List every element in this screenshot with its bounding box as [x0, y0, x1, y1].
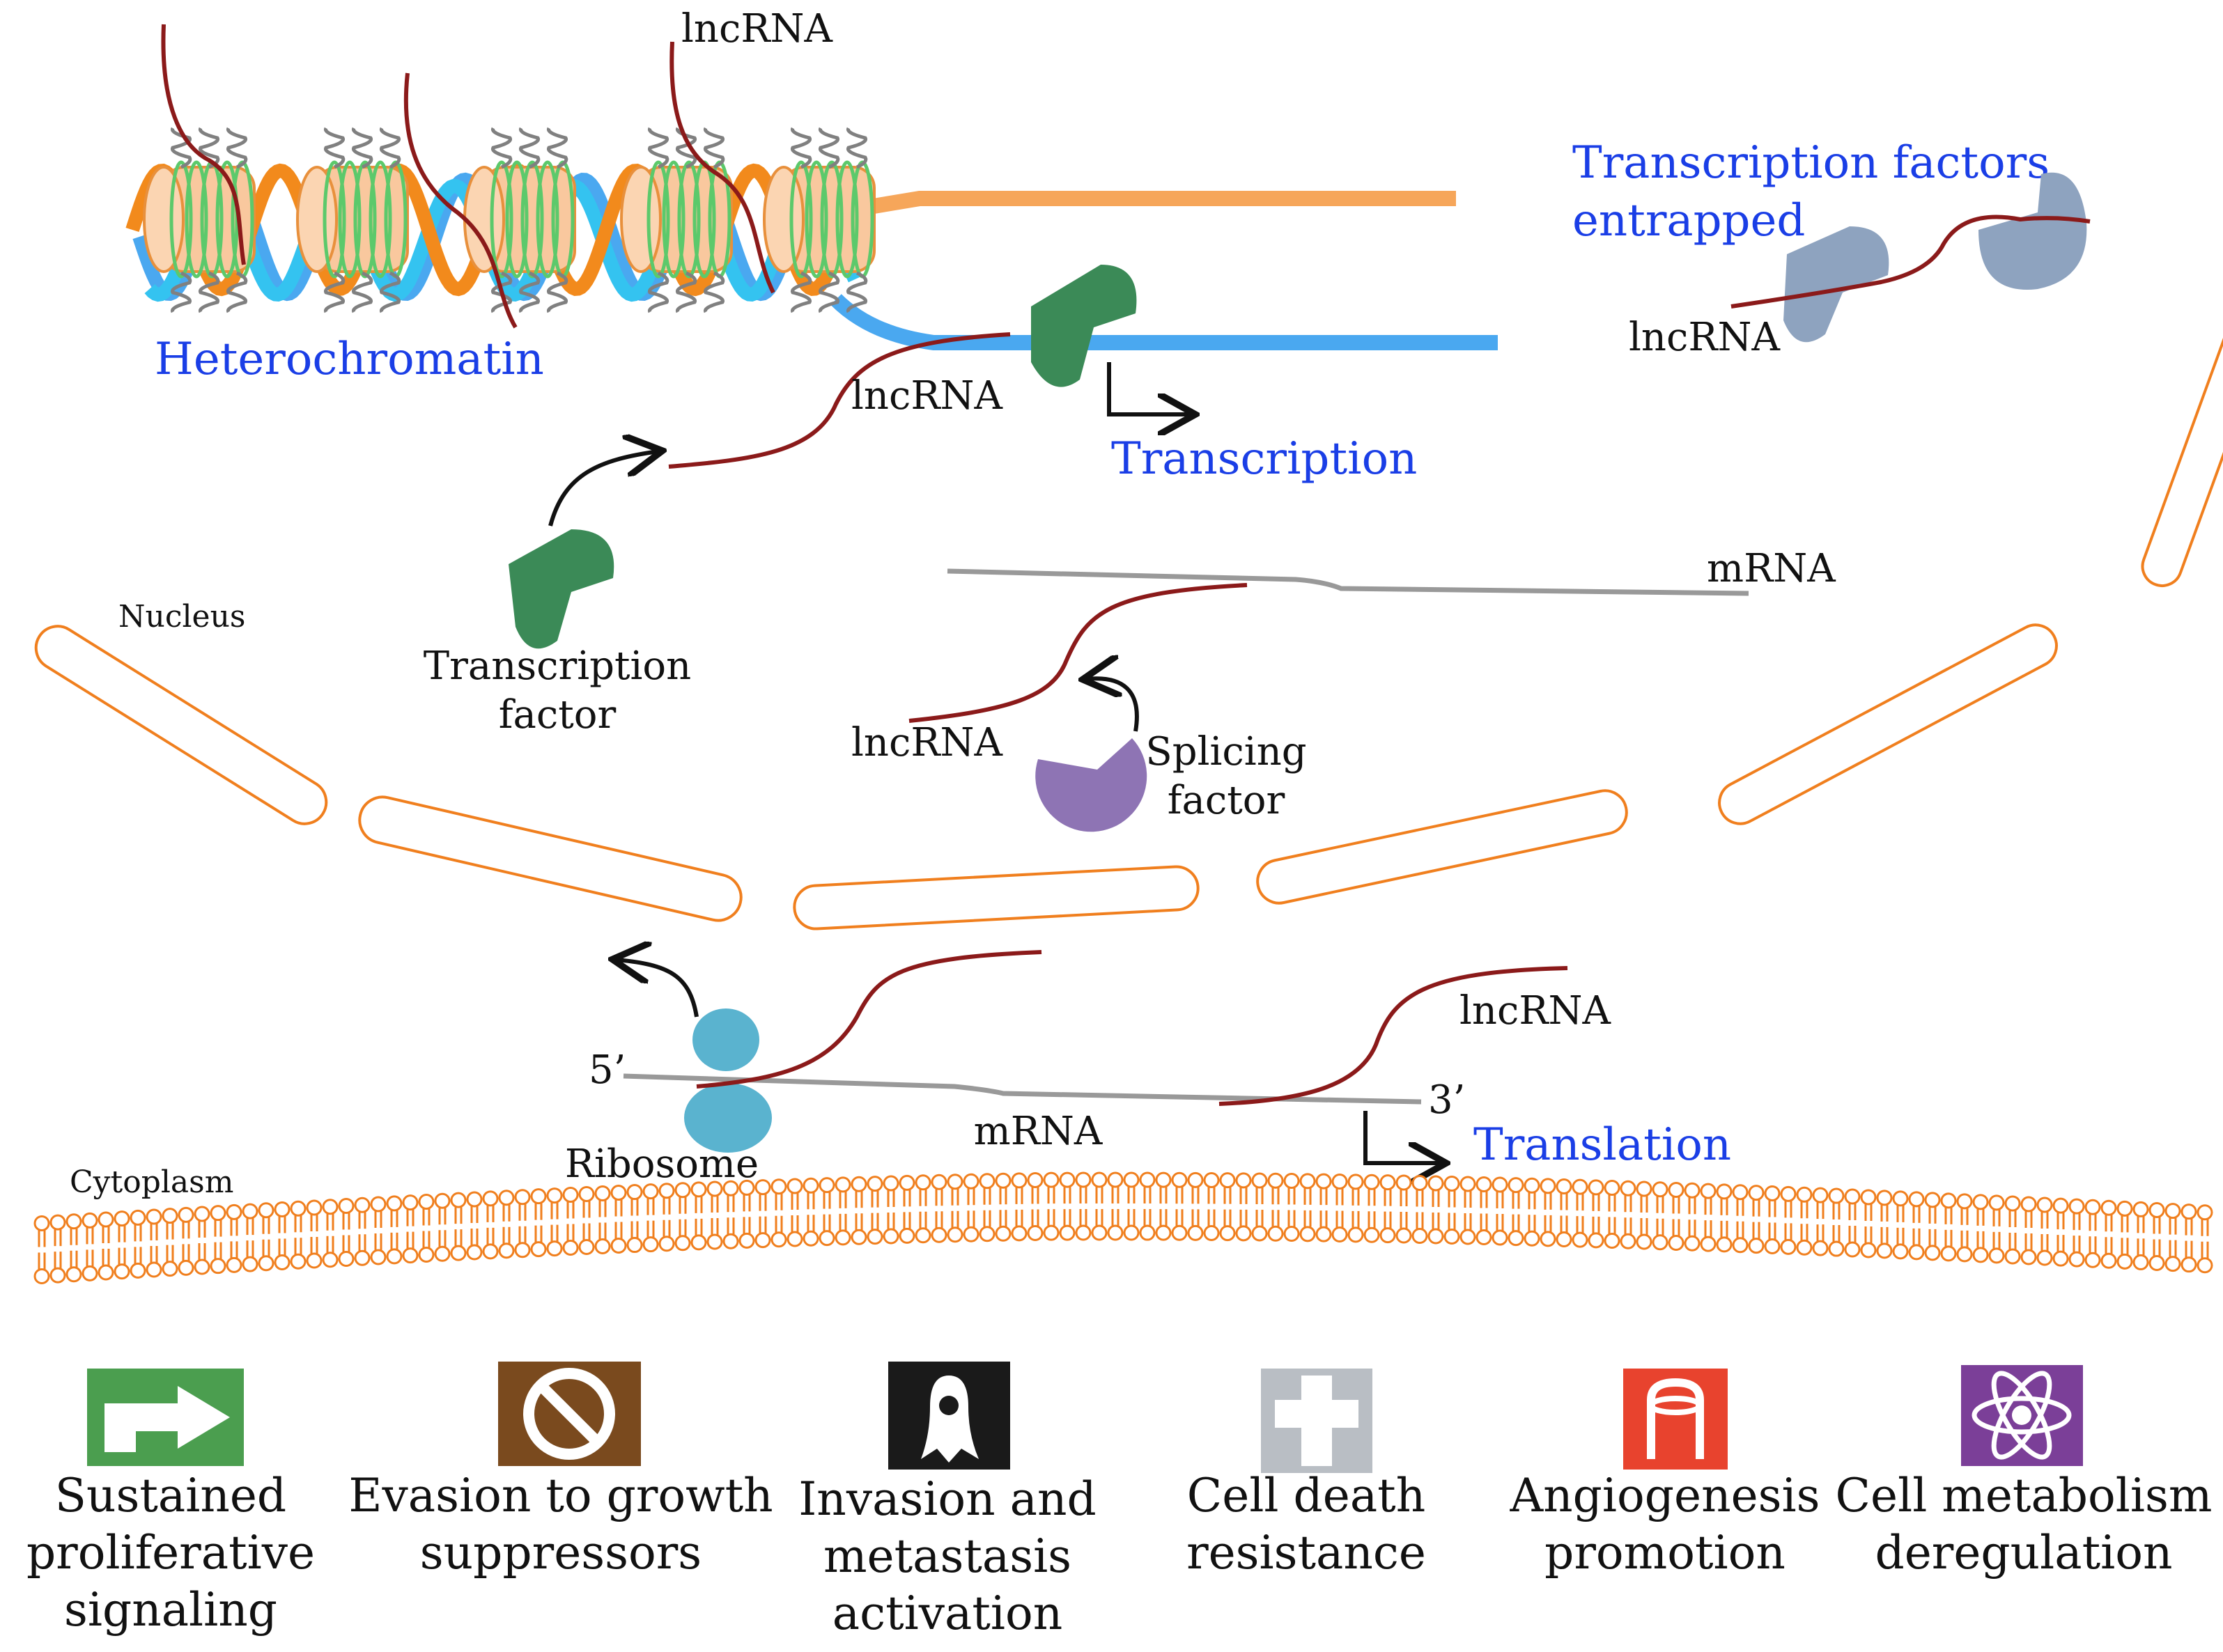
transcription-label: Transcription — [1111, 433, 1417, 485]
ribosome-large-subunit — [684, 1083, 772, 1153]
splicing-factor — [1035, 738, 1147, 832]
hallmark-label: metastasis — [823, 1529, 1071, 1583]
ribosome-release-arrow — [617, 960, 699, 1018]
lncrna-label-mid: lncRNA — [851, 373, 1003, 419]
hallmark-evasion-growth: Evasion to growth suppressors — [348, 1362, 773, 1580]
ribosome-small-subunit — [692, 1008, 759, 1071]
splicing-recruitment-arrow — [1087, 678, 1139, 732]
hallmark-label: Angiogenesis — [1510, 1469, 1820, 1522]
transcription-factor-free — [509, 529, 614, 649]
five-prime-label: 5’ — [589, 1047, 626, 1093]
heterochromatin-label: Heterochromatin — [155, 334, 544, 385]
hallmark-label: deregulation — [1875, 1526, 2172, 1580]
hallmark-label: activation — [832, 1587, 1062, 1640]
transcription-factor-bound — [1031, 265, 1137, 387]
transcription-factor-label-line1: Transcription — [424, 644, 691, 689]
cell-membrane-bilayer — [33, 1171, 2213, 1284]
hallmark-label: resistance — [1186, 1526, 1426, 1580]
cytoplasm-label: Cytoplasm — [70, 1164, 233, 1200]
mrna-strand-nucleus — [947, 568, 1749, 596]
transcription-factor-label-line2: factor — [499, 692, 617, 738]
hallmark-cell-metabolism: Cell metabolism deregulation — [1836, 1365, 2213, 1580]
hallmark-label: Sustained — [55, 1469, 286, 1522]
hallmark-label: Cell death — [1187, 1469, 1425, 1522]
lncrna-strand-splicing — [908, 583, 1248, 723]
hallmark-label: suppressors — [420, 1526, 702, 1580]
three-prime-label: 3’ — [1428, 1077, 1465, 1123]
hallmark-angiogenesis: Angiogenesis promotion — [1510, 1369, 1820, 1580]
entrapped-factor-2 — [1978, 172, 2087, 290]
lncrna-label-entrapped: lncRNA — [1629, 315, 1781, 360]
nucleus-label: Nucleus — [118, 599, 246, 634]
translation-start-arrow — [1363, 1111, 1442, 1163]
translation-label: Translation — [1473, 1119, 1731, 1171]
entrapped-factor-1 — [1783, 226, 1889, 343]
hallmark-cell-death: Cell death resistance — [1186, 1369, 1426, 1580]
tf-entrapped-label-line1: Transcription factors — [1572, 137, 2050, 189]
lncrna-strand-translation — [1218, 966, 1568, 1106]
tf-recruitment-arrow — [548, 451, 658, 527]
hallmark-invasion-metastasis: Invasion and metastasis activation — [798, 1362, 1097, 1640]
splicing-factor-label-line2: factor — [1168, 778, 1285, 823]
tf-entrapped-label-line2: entrapped — [1572, 195, 1805, 247]
heterochromatin-structure — [125, 24, 1498, 350]
mrna-label-cytoplasm: mRNA — [974, 1109, 1103, 1154]
lncrna-label-top: lncRNA — [681, 6, 833, 52]
ribosome-label: Ribosome — [565, 1141, 759, 1187]
mrna-label-nucleus: mRNA — [1707, 546, 1836, 591]
hallmark-label: signaling — [64, 1583, 277, 1637]
lncrna-strand-ribosome — [696, 950, 1042, 1089]
lncrna-strand-entrapped — [1730, 215, 2091, 309]
lncrna-label-translation: lncRNA — [1459, 988, 1611, 1034]
lncrna-label-splicing: lncRNA — [851, 720, 1003, 765]
hallmark-sustained-proliferative: Sustained proliferative signaling — [26, 1369, 315, 1637]
hallmark-label: proliferative — [26, 1526, 315, 1580]
splicing-factor-label-line1: Splicing — [1145, 729, 1306, 774]
hallmark-label: Invasion and — [798, 1472, 1097, 1526]
nuclear-envelope — [34, 176, 2223, 930]
mrna-strand-cytoplasm — [623, 1073, 1422, 1105]
transcription-start-arrow — [1107, 362, 1191, 414]
hallmark-label: Evasion to growth — [348, 1469, 773, 1522]
hallmark-label: promotion — [1544, 1526, 1786, 1580]
hallmark-label: Cell metabolism — [1836, 1469, 2213, 1522]
lncrna-strand-transcription — [668, 332, 1011, 469]
